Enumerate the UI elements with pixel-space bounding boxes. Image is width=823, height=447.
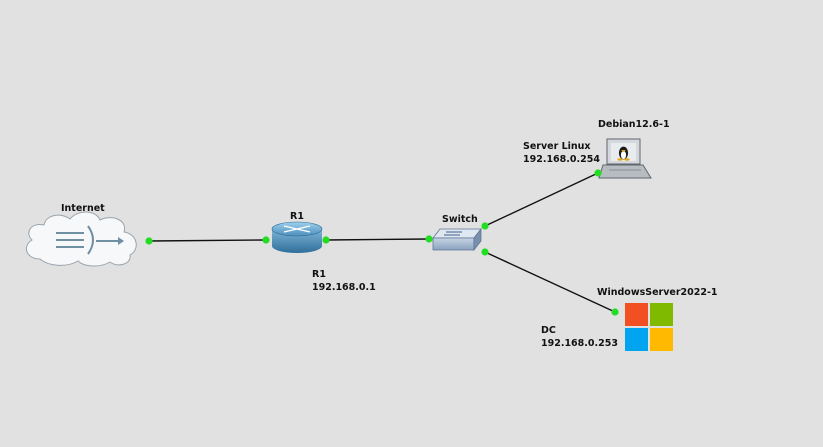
port-switch-winserver[interactable] (481, 248, 489, 256)
note-winserver[interactable]: DC 192.168.0.253 (541, 324, 618, 350)
port-internet[interactable] (145, 237, 153, 245)
port-switch-debian[interactable] (481, 222, 489, 230)
port-debian[interactable] (594, 169, 602, 177)
link-switch-debian[interactable] (484, 172, 599, 227)
port-r1-lan[interactable] (322, 236, 330, 244)
node-label-winserver[interactable]: WindowsServer2022-1 (597, 287, 718, 298)
note-debian-ip: 192.168.0.254 (523, 154, 600, 165)
note-debian-name: Server Linux (523, 141, 591, 152)
note-r1-name: R1 (312, 269, 326, 280)
node-label-switch[interactable]: Switch (442, 214, 478, 225)
node-label-debian[interactable]: Debian12.6-1 (598, 119, 670, 130)
note-r1[interactable]: R1 192.168.0.1 (312, 268, 376, 294)
link-internet-r1[interactable] (148, 239, 267, 242)
switch-icon[interactable] (432, 227, 482, 252)
note-debian[interactable]: Server Linux 192.168.0.254 (523, 140, 600, 166)
link-switch-winserver[interactable] (484, 251, 616, 313)
linux-laptop-icon[interactable] (598, 138, 652, 179)
port-winserver[interactable] (611, 308, 619, 316)
port-switch-r1[interactable] (425, 235, 433, 243)
note-r1-ip: 192.168.0.1 (312, 282, 376, 293)
node-label-r1[interactable]: R1 (290, 211, 304, 222)
windows-logo-icon[interactable] (625, 303, 673, 351)
port-indicators (145, 169, 619, 316)
cloud-icon[interactable] (25, 211, 137, 267)
port-r1-wan[interactable] (262, 236, 270, 244)
note-winserver-ip: 192.168.0.253 (541, 338, 618, 349)
link-r1-switch[interactable] (325, 238, 430, 241)
note-winserver-name: DC (541, 325, 556, 336)
router-icon[interactable] (271, 221, 323, 253)
node-label-internet[interactable]: Internet (61, 203, 105, 214)
